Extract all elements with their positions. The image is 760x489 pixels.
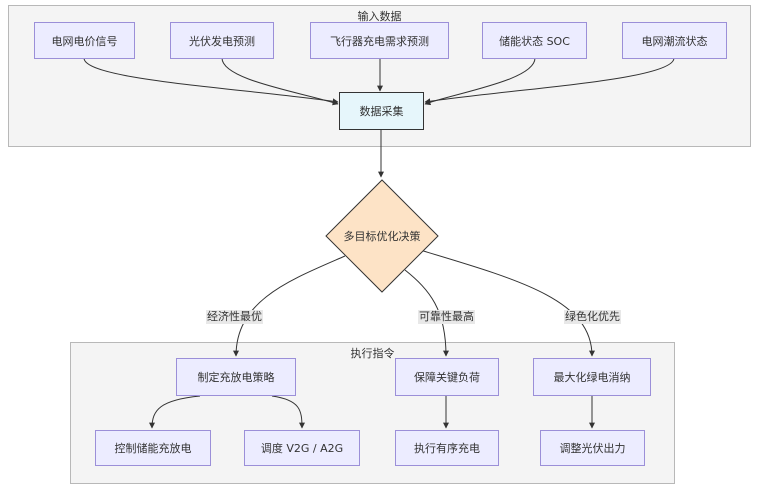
edge-decision-to-protect (404, 269, 449, 357)
edge-strategy-to-storage (149, 395, 201, 429)
node-grid-price[interactable]: 电网电价信号 (34, 22, 135, 59)
edge-decision-to-strategy (233, 255, 346, 357)
edge-decision-to-green (419, 249, 595, 357)
decision-diamond (325, 179, 439, 293)
edge-gridflow-to-collect (424, 57, 675, 105)
edge-strategy-to-v2g (271, 395, 305, 429)
node-data-collect[interactable]: 数据采集 (339, 92, 424, 130)
edge-label-reliability: 可靠性最高 (418, 310, 475, 324)
node-charge-strategy[interactable]: 制定充放电策略 (176, 358, 296, 396)
exec-command-cluster-label: 执行指令 (350, 347, 395, 360)
node-dispatch-v2g[interactable]: 调度 V2G / A2G (244, 430, 360, 466)
node-protect-load[interactable]: 保障关键负荷 (395, 358, 499, 396)
input-data-cluster-label: 输入数据 (357, 10, 402, 23)
node-grid-flow[interactable]: 电网潮流状态 (622, 22, 727, 59)
node-ordered-charge[interactable]: 执行有序充电 (395, 430, 499, 466)
node-decision-label[interactable]: 多目标优化决策 (343, 230, 421, 243)
edge-soc-to-collect (424, 57, 536, 106)
edge-pv-to-collect (221, 57, 339, 106)
node-maximize-green[interactable]: 最大化绿电消纳 (533, 358, 651, 396)
edge-label-green: 绿色化优先 (564, 310, 621, 324)
node-aircraft-demand[interactable]: 飞行器充电需求预测 (310, 22, 449, 59)
node-pv-forecast[interactable]: 光伏发电预测 (170, 22, 274, 59)
edge-label-economy: 经济性最优 (206, 310, 263, 324)
edge-grid-price-to-collect (83, 57, 339, 105)
node-storage-soc[interactable]: 储能状态 SOC (482, 22, 587, 59)
node-adjust-pv[interactable]: 调整光伏出力 (540, 430, 645, 466)
node-control-storage[interactable]: 控制储能充放电 (95, 430, 211, 466)
